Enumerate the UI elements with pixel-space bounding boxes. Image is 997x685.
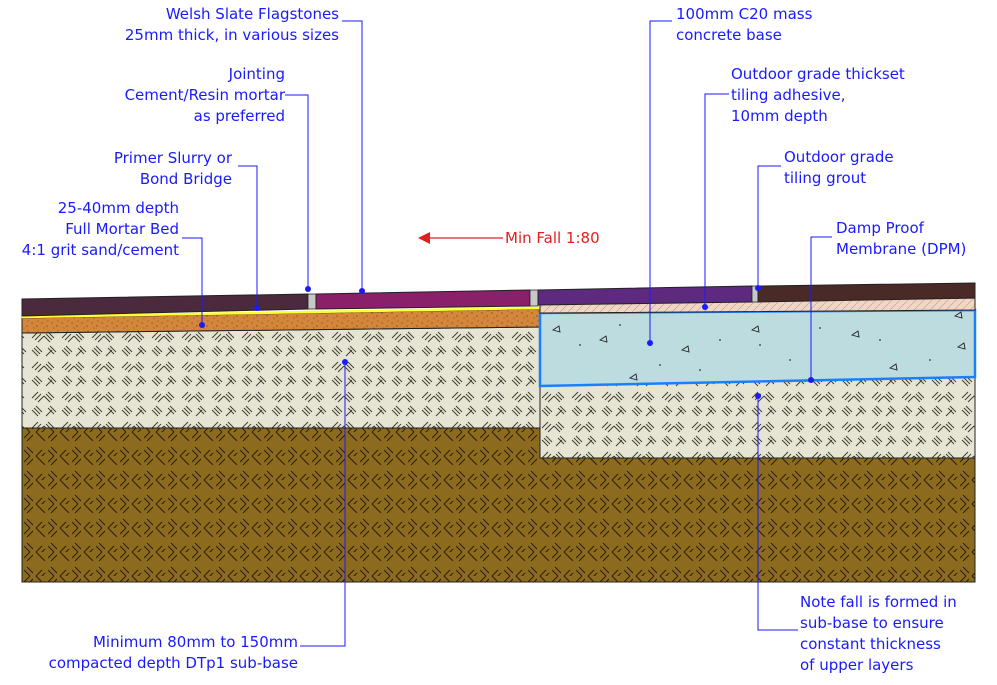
leader-sub-base bbox=[300, 362, 346, 647]
label-dpm-line2: Membrane (DPM) bbox=[836, 240, 967, 258]
label-jointing-line2: Cement/Resin mortar bbox=[124, 86, 285, 104]
label-adhesive-line3: 10mm depth bbox=[731, 107, 828, 125]
leader-jointing bbox=[285, 94, 309, 289]
label-adhesive-line1: Outdoor grade thickset bbox=[731, 65, 905, 83]
label-dpm: Damp Proof Membrane (DPM) bbox=[836, 218, 966, 260]
label-flagstones-line1: Welsh Slate Flagstones bbox=[165, 5, 339, 23]
label-mortar-line3: 4:1 grit sand/cement bbox=[21, 241, 179, 259]
label-concrete-line1: 100mm C20 mass bbox=[676, 5, 813, 23]
label-jointing-line3: as preferred bbox=[193, 107, 285, 125]
label-adhesive: Outdoor grade thickset tiling adhesive, … bbox=[731, 64, 905, 127]
leader-mortar bbox=[182, 237, 203, 325]
label-jointing: Jointing Cement/Resin mortar as preferre… bbox=[125, 64, 285, 127]
joint-1 bbox=[307, 293, 317, 310]
label-mortar-line2: Full Mortar Bed bbox=[65, 220, 179, 238]
label-dpm-line1: Damp Proof bbox=[836, 219, 924, 237]
leader-primer bbox=[238, 165, 258, 308]
concrete-dots bbox=[579, 324, 931, 371]
slate-flagstone-3 bbox=[537, 285, 753, 306]
label-note-line1: Note fall is formed in bbox=[800, 593, 957, 611]
label-mortar-bed: 25-40mm depth Full Mortar Bed 4:1 grit s… bbox=[22, 198, 179, 261]
label-grout-line1: Outdoor grade bbox=[784, 148, 894, 166]
label-primer-line2: Bond Bridge bbox=[139, 170, 232, 188]
label-primer: Primer Slurry or Bond Bridge bbox=[114, 148, 232, 190]
slate-flagstone-4 bbox=[757, 282, 976, 303]
label-min-fall: Min Fall 1:80 bbox=[505, 229, 600, 247]
joint-2 bbox=[529, 289, 539, 307]
label-primer-line1: Primer Slurry or bbox=[113, 149, 232, 167]
concrete-base-layer bbox=[538, 308, 977, 388]
fall-arrow bbox=[418, 232, 503, 244]
label-jointing-line1: Jointing bbox=[228, 65, 285, 83]
leader-note bbox=[757, 396, 798, 631]
slate-flagstone-2 bbox=[315, 289, 531, 310]
label-note-line2: sub-base to ensure bbox=[800, 614, 944, 632]
leader-dpm bbox=[810, 236, 832, 380]
sub-base-left bbox=[21, 326, 541, 429]
label-flagstones-line2: 25mm thick, in various sizes bbox=[124, 26, 339, 44]
label-sub-base: Minimum 80mm to 150mm compacted depth DT… bbox=[49, 632, 298, 674]
leader-grout bbox=[757, 165, 781, 288]
label-concrete: 100mm C20 mass concrete base bbox=[676, 4, 812, 46]
label-grout: Outdoor grade tiling grout bbox=[784, 147, 894, 189]
primer-line bbox=[21, 306, 541, 319]
label-grout-line2: tiling grout bbox=[784, 169, 867, 187]
label-note-line4: of upper layers bbox=[800, 656, 914, 674]
leader-dots bbox=[199, 285, 814, 399]
label-adhesive-line2: tiling adhesive, bbox=[731, 86, 846, 104]
leader-flagstones bbox=[342, 20, 363, 291]
label-mortar-line1: 25-40mm depth bbox=[57, 199, 179, 217]
label-flagstones: Welsh Slate Flagstones 25mm thick, in va… bbox=[125, 4, 339, 46]
label-note: Note fall is formed in sub-base to ensur… bbox=[800, 592, 957, 676]
leader-lines bbox=[182, 20, 832, 647]
label-concrete-line2: concrete base bbox=[676, 26, 782, 44]
label-sub-base-line2: compacted depth DTp1 sub-base bbox=[48, 654, 298, 672]
concrete-aggregate-marks bbox=[551, 311, 966, 381]
label-note-line3: constant thickness bbox=[800, 635, 941, 653]
leader-concrete bbox=[649, 20, 672, 343]
leader-adhesive bbox=[704, 93, 729, 307]
label-sub-base-line1: Minimum 80mm to 150mm bbox=[92, 633, 298, 651]
